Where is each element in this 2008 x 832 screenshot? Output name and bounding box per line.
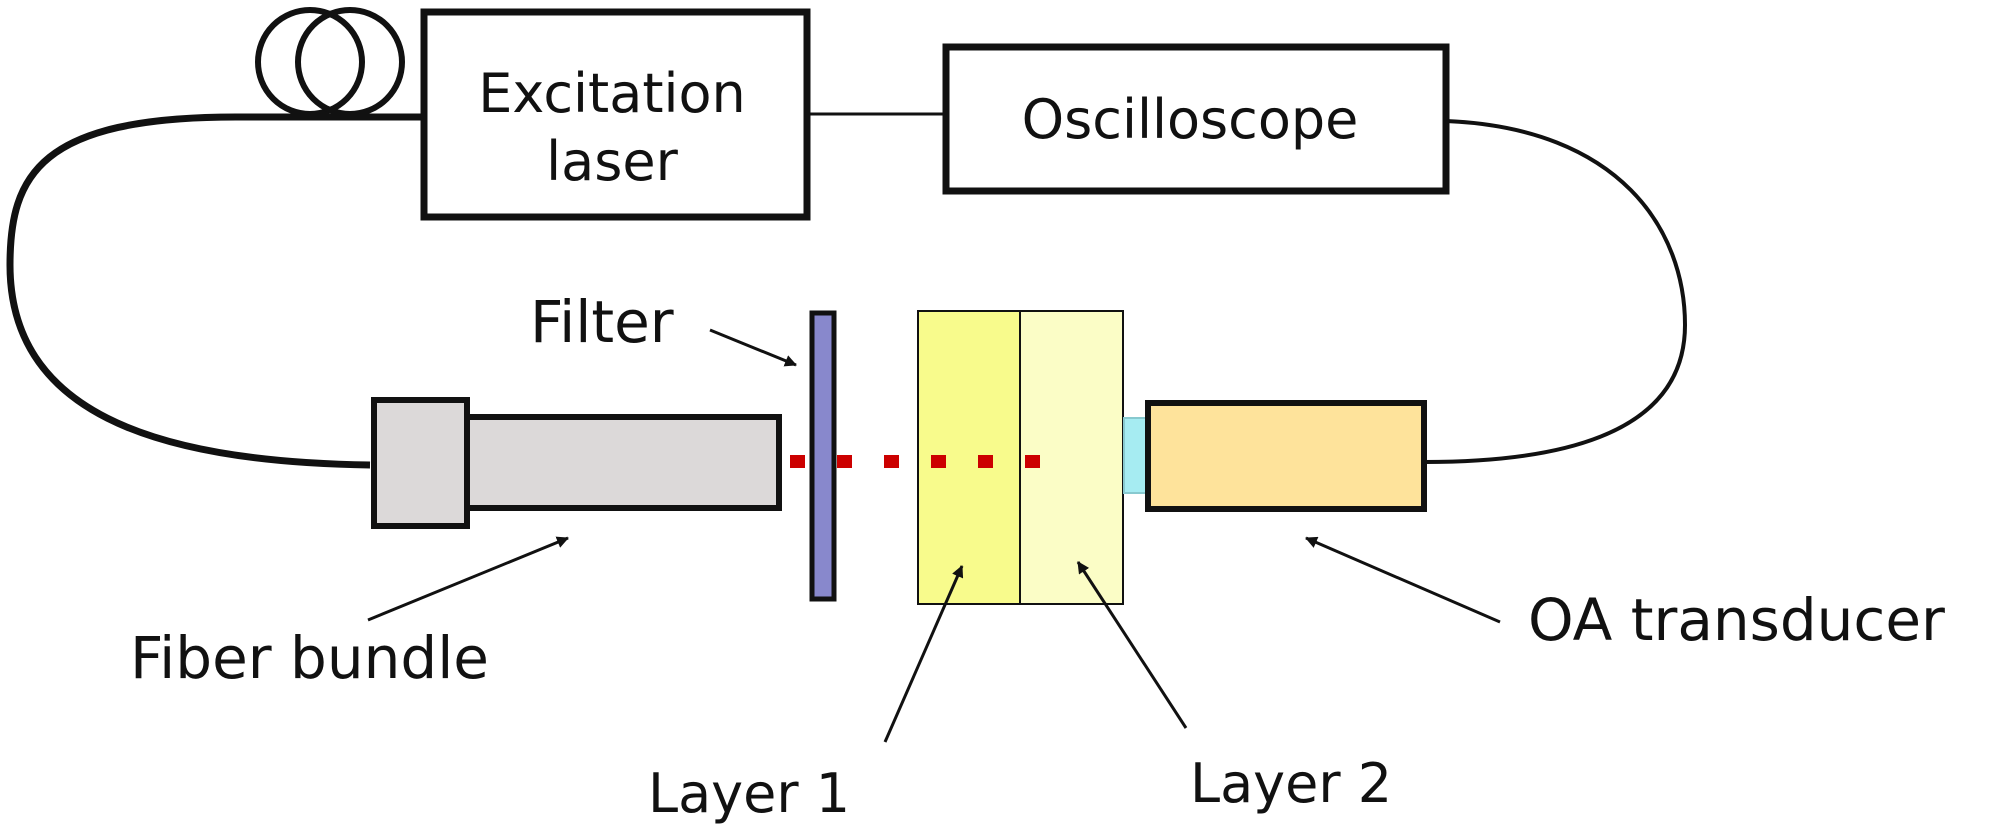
fiber-bundle-label: Fiber bundle (130, 624, 489, 692)
fiber-coil-icon (255, 7, 405, 117)
beam-dot (837, 455, 852, 468)
optical-fiber (6, 113, 424, 469)
beam-dot (1025, 455, 1040, 468)
layer-2-label: Layer 2 (1190, 752, 1392, 815)
beam-dot (884, 455, 899, 468)
oa-transducer-arrow (1305, 536, 1501, 624)
fiber-bundle-connector (371, 397, 470, 529)
filter-label: Filter (530, 288, 674, 356)
layer-2-arrow (1076, 561, 1188, 729)
laser-beam-over-layers (931, 455, 1040, 468)
layer-1-label: Layer 1 (648, 762, 850, 825)
fiber-bundle (371, 397, 782, 529)
excitation-laser-label-line1: Excitation (478, 62, 746, 125)
coupling-gel (1123, 417, 1149, 494)
oa-transducer-label: OA transducer (1528, 586, 1945, 654)
excitation-laser-label-line2: laser (546, 130, 678, 193)
layer-1-arrow (883, 565, 964, 743)
filter-arrow (709, 328, 797, 367)
fiber-bundle-body (464, 414, 782, 511)
beam-dot (790, 455, 805, 468)
beam-dot (978, 455, 993, 468)
laser-beam (790, 455, 899, 468)
beam-dot (931, 455, 946, 468)
fiber-bundle-arrow (367, 536, 569, 622)
oscilloscope-box (942, 43, 1450, 195)
filter-plate (809, 310, 837, 602)
oscilloscope-label: Oscilloscope (1022, 88, 1359, 151)
oa-transducer-body (1145, 400, 1427, 512)
signal-cable (1424, 119, 1688, 464)
